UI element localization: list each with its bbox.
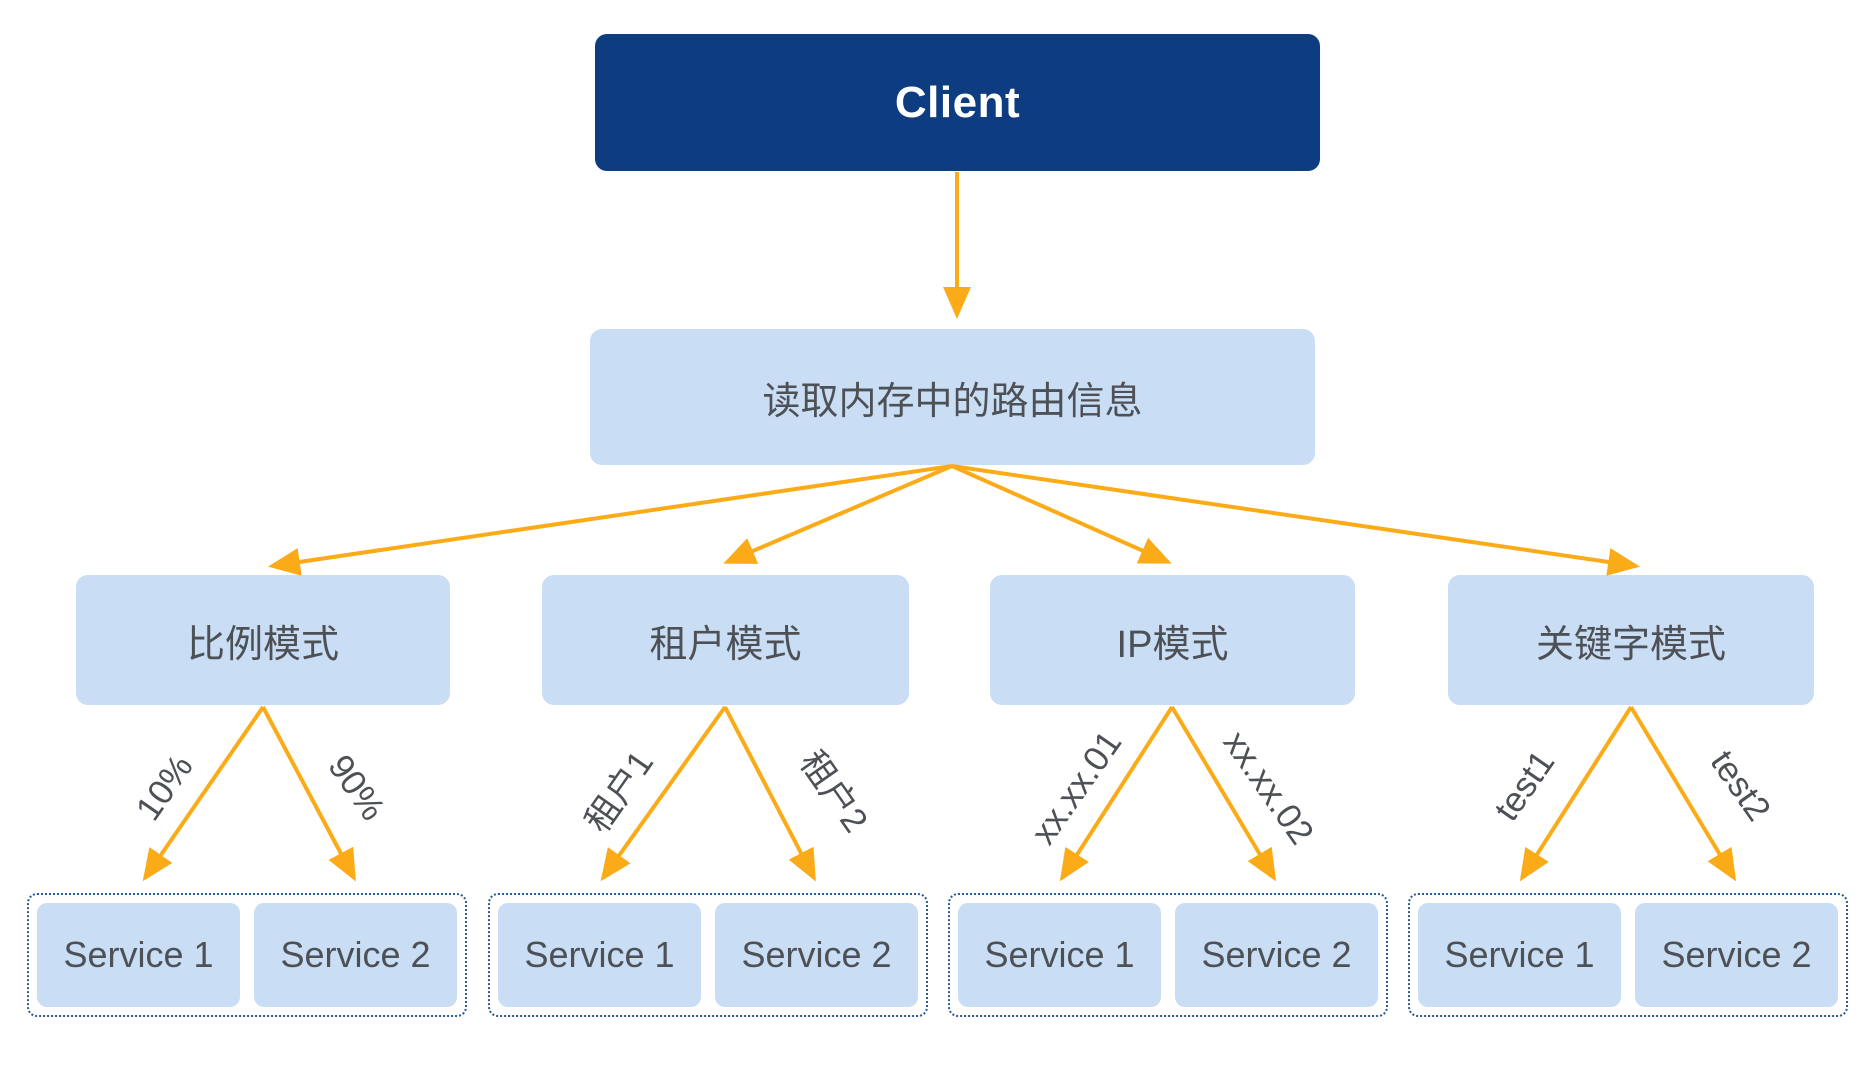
service-box: Service 2 [1635,903,1838,1007]
service-label: Service 1 [1444,934,1595,975]
router-node: 读取内存中的路由信息 [590,329,1315,465]
mode-node-ip: IP模式 [990,575,1355,705]
service-label: Service 1 [984,934,1135,975]
service-label: Service 1 [524,934,675,975]
mode-node-ratio: 比例模式 [76,575,450,705]
service-box: Service 2 [1175,903,1378,1007]
service-box: Service 1 [37,903,240,1007]
edge-label-tenant-left: 租户1 [577,743,662,840]
mode-node-keyword: 关键字模式 [1448,575,1814,705]
service-label: Service 2 [1661,934,1812,975]
service-label: Service 2 [741,934,892,975]
edge-label-ip-left: xx.xx.01 [1023,723,1130,852]
mode-label-ratio: 比例模式 [186,623,339,666]
service-label: Service 1 [63,934,214,975]
service-group-keyword: Service 1 Service 2 [1408,893,1848,1017]
service-box: Service 2 [715,903,918,1007]
service-box: Service 1 [958,903,1161,1007]
mode-label-keyword: 关键字模式 [1535,623,1726,666]
edge-label-keyword-left: test1 [1486,743,1563,828]
client-node: Client [595,34,1320,171]
arrow-keyword-to-service2 [1629,705,1737,882]
client-label: Client [894,77,1021,127]
edge-label-tenant-right: 租户2 [791,743,876,840]
mode-label-ip: IP模式 [1116,623,1229,666]
arrow-router-to-tenant [723,464,953,564]
service-group-ratio: Service 1 Service 2 [27,893,467,1017]
arrow-tenant-to-service2 [723,706,816,882]
edge-label-ratio-left: 10% [128,747,201,828]
arrow-router-to-ip [951,464,1172,564]
mode-label-tenant: 租户模式 [649,623,802,666]
arrow-router-to-keyword [951,464,1640,576]
router-label: 读取内存中的路由信息 [762,380,1143,423]
service-group-tenant: Service 1 Service 2 [488,893,928,1017]
edge-label-ip-right: xx.xx.02 [1215,723,1322,852]
service-label: Service 2 [1201,934,1352,975]
service-box: Service 1 [1418,903,1621,1007]
edge-label-keyword-right: test2 [1702,743,1779,828]
mode-node-tenant: 租户模式 [542,575,909,705]
arrow-router-to-ratio [268,464,953,576]
service-label: Service 2 [280,934,431,975]
edge-label-ratio-right: 90% [320,747,393,828]
service-box: Service 2 [254,903,457,1007]
service-group-ip: Service 1 Service 2 [948,893,1388,1017]
service-box: Service 1 [498,903,701,1007]
